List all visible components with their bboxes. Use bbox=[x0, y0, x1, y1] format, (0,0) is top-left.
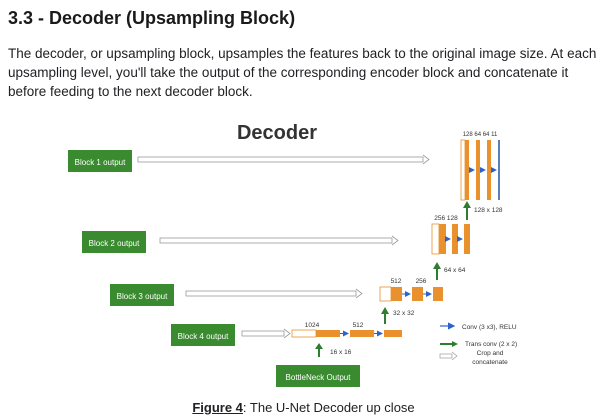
feature-map-l3-d bbox=[433, 287, 443, 301]
up-arrow-32 bbox=[381, 307, 389, 324]
size-128x128: 128 x 128 bbox=[474, 207, 503, 214]
section-paragraph: The decoder, or upsampling block, upsamp… bbox=[8, 46, 597, 99]
feature-map-l2-a bbox=[431, 223, 440, 255]
up-arrow-16 bbox=[315, 343, 323, 357]
channels-1024: 1024 bbox=[305, 322, 320, 329]
size-32x32: 32 x 32 bbox=[393, 310, 415, 317]
skip-arrow-4-head bbox=[283, 328, 291, 339]
feature-map-l3-c bbox=[412, 287, 423, 301]
legend-crop-label-2: concatenate bbox=[472, 359, 508, 366]
feature-map-l3-a bbox=[379, 286, 392, 302]
up-arrow-128 bbox=[463, 201, 471, 220]
channels-256-l3: 256 bbox=[416, 278, 427, 285]
diagram-title: Decoder bbox=[237, 122, 317, 144]
feature-map-l3-b bbox=[391, 287, 402, 301]
feature-map-l1-a bbox=[460, 139, 466, 201]
figure-caption-text: : The U-Net Decoder up close bbox=[242, 400, 415, 415]
section-heading: 3.3 - Decoder (Upsampling Block) bbox=[8, 8, 296, 28]
block-3-output-label: Block 3 output bbox=[117, 292, 168, 301]
skip-arrow-1 bbox=[137, 156, 424, 163]
block-2-output-label: Block 2 output bbox=[89, 239, 140, 248]
channels-512-l4: 512 bbox=[353, 322, 364, 329]
figure-caption-label: Figure 4 bbox=[192, 400, 243, 415]
skip-arrow-1-head bbox=[422, 154, 430, 165]
size-64x64: 64 x 64 bbox=[444, 267, 466, 274]
legend-trans-arrow bbox=[440, 341, 458, 347]
bottleneck-output-label: BottleNeck Output bbox=[286, 373, 352, 382]
decoder-diagram: Decoder Block 1 output Block 2 output Bl… bbox=[68, 122, 517, 387]
block-3-output-box bbox=[110, 284, 174, 306]
feature-map-l1-c bbox=[476, 140, 480, 200]
skip-arrow-4 bbox=[241, 330, 285, 337]
size-16x16: 16 x 16 bbox=[330, 349, 352, 356]
channels-256-128-l2: 256 128 bbox=[434, 215, 458, 222]
feature-map-l2-c bbox=[452, 224, 458, 254]
up-arrow-64 bbox=[433, 262, 441, 280]
feature-map-l1-b bbox=[465, 140, 469, 200]
feature-map-l2-b bbox=[439, 224, 446, 254]
feature-map-l2-d bbox=[464, 224, 470, 254]
block-1-output-label: Block 1 output bbox=[75, 158, 126, 167]
bottleneck-output-box bbox=[276, 365, 360, 387]
channels-l1: 128 64 64 11 bbox=[463, 132, 498, 138]
legend-crop-arrow-head bbox=[451, 351, 458, 361]
feature-map-l4-a bbox=[291, 329, 317, 338]
decoder-figure: Decoder Block 1 output Block 2 output Bl… bbox=[60, 112, 556, 396]
block-2-output-box bbox=[82, 231, 146, 253]
feature-map-l4-b bbox=[316, 330, 340, 337]
figure-caption: Figure 4: The U-Net Decoder up close bbox=[0, 400, 607, 415]
skip-arrow-2 bbox=[159, 237, 393, 244]
block-1-output-box bbox=[68, 150, 132, 172]
block-4-output-label: Block 4 output bbox=[178, 332, 229, 341]
feature-map-l4-c bbox=[350, 330, 374, 337]
legend-trans-label: Trans conv (2 x 2) bbox=[465, 341, 517, 348]
feature-map-l1-d bbox=[487, 140, 491, 200]
skip-arrow-3 bbox=[185, 290, 357, 297]
block-4-output-box bbox=[171, 324, 235, 346]
legend-crop-label-1: Crop and bbox=[477, 350, 504, 357]
skip-arrow-2-head bbox=[391, 235, 399, 246]
feature-map-l1-out bbox=[498, 140, 500, 200]
skip-arrow-3-head bbox=[355, 288, 363, 299]
legend-conv-label: Conv (3 x3), RELU bbox=[462, 324, 517, 331]
feature-map-l4-d bbox=[384, 330, 402, 337]
legend-crop-arrow bbox=[439, 353, 453, 359]
channels-512-l3: 512 bbox=[391, 278, 402, 285]
